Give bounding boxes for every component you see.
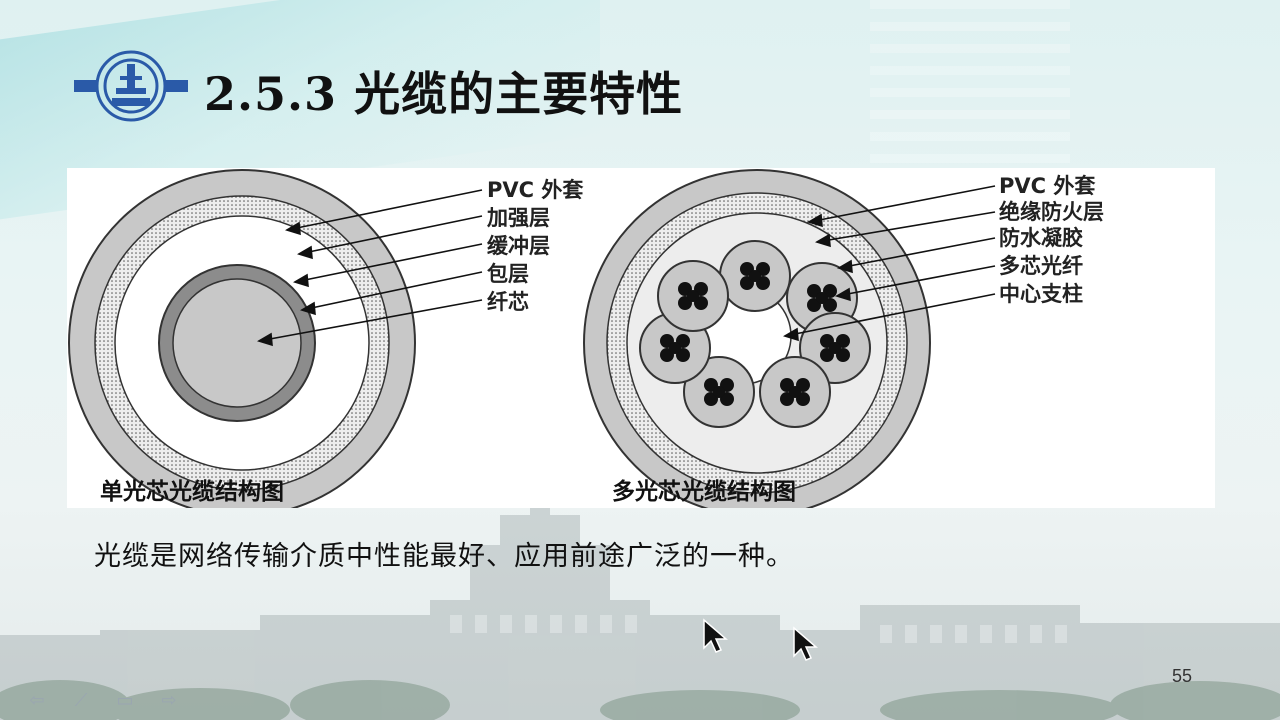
slide-menu-icon[interactable]: ▭ bbox=[116, 690, 134, 711]
multi-core-caption: 多光芯光缆结构图 bbox=[612, 479, 796, 505]
single-label-strength-layer: 加强层 bbox=[487, 206, 550, 230]
faint-background-text bbox=[870, 0, 1070, 165]
single-label-pvc-jacket: PVC 外套 bbox=[487, 178, 584, 202]
next-arrow-icon[interactable]: ⇨ bbox=[161, 690, 177, 711]
page-number: 55 bbox=[1172, 666, 1193, 686]
body-text: 光缆是网络传输介质中性能最好、应用前途广泛的一种。 bbox=[94, 541, 794, 572]
multi-core-cable-diagram bbox=[583, 169, 996, 508]
pen-icon[interactable]: ⟋ bbox=[74, 690, 88, 711]
slide-title: 2.5.3 光缆的主要特性 bbox=[204, 67, 684, 121]
single-label-cladding: 包层 bbox=[487, 262, 529, 286]
cable-diagrams bbox=[68, 169, 996, 508]
multi-label-multicore-fiber: 多芯光纤 bbox=[999, 254, 1083, 278]
university-emblem-icon bbox=[74, 50, 188, 122]
mouse-pointer-icon bbox=[703, 618, 728, 653]
cable-structure-figure: PVC 外套 加强层 缓冲层 包层 纤芯 PVC 外套 绝缘防火层 防水凝胶 多… bbox=[67, 168, 1215, 508]
single-label-buffer-layer: 缓冲层 bbox=[487, 234, 550, 258]
multi-label-fire-insulation: 绝缘防火层 bbox=[999, 200, 1104, 224]
single-label-core: 纤芯 bbox=[487, 290, 529, 314]
single-core-cable-diagram bbox=[68, 169, 483, 508]
single-core-caption: 单光芯光缆结构图 bbox=[100, 479, 284, 505]
multi-label-central-support: 中心支柱 bbox=[999, 282, 1083, 306]
multi-label-waterproof-gel: 防水凝胶 bbox=[999, 226, 1083, 250]
mouse-pointer-icon-secondary bbox=[793, 626, 818, 661]
prev-arrow-icon[interactable]: ⇦ bbox=[29, 690, 45, 711]
multi-label-pvc-jacket: PVC 外套 bbox=[999, 174, 1096, 198]
slide-navigation: ⇦ ⟋ ▭ ⇨ bbox=[22, 690, 184, 712]
